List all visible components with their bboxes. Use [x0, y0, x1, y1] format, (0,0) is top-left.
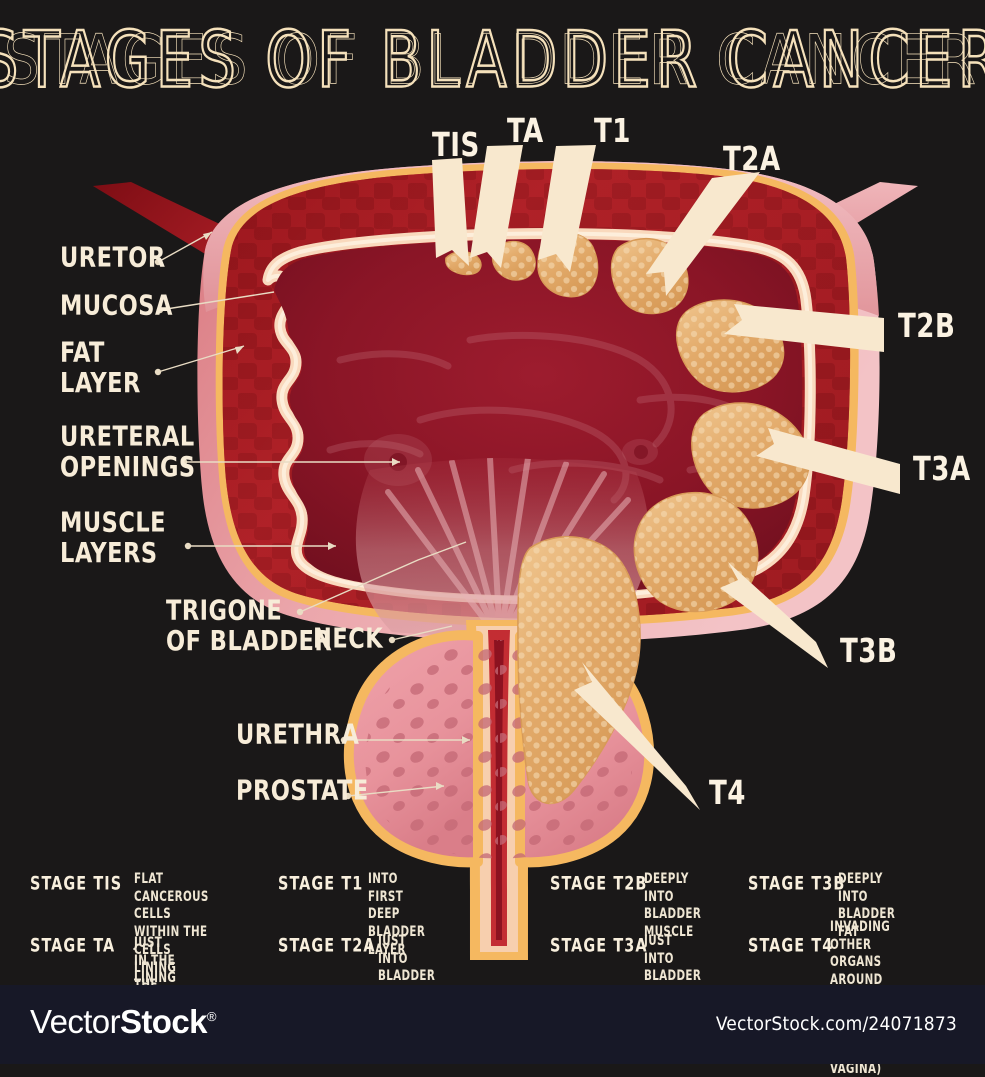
logo-text-light: Vector — [30, 1003, 121, 1040]
arrow-ta — [470, 145, 523, 268]
tumor-t3a — [691, 402, 810, 509]
page-title-outer: STAGES OF BLADDER CANCER — [0, 13, 985, 107]
arrow-t4 — [574, 662, 700, 810]
registered-trademark-icon: ® — [206, 1009, 217, 1024]
leader-dots — [154, 258, 396, 800]
legend-stage-t3a: STAGE T3A — [550, 934, 648, 957]
callout-label-tis: TIS — [432, 126, 480, 165]
vectorstock-url: VectorStock.com/24071873 — [715, 1013, 957, 1035]
leader-uretor — [157, 231, 213, 263]
page-title-inline: STAGES OF BLADDER CANCER — [3, 19, 982, 100]
callout-label-t1: T1 — [594, 112, 631, 151]
legend-stage-t2a: STAGE T2A — [278, 934, 376, 957]
legend-stage-tis: STAGE TIS — [30, 872, 123, 895]
leader-trigone — [299, 541, 467, 613]
watermark-footer: VectorStock® VectorStock.com/24071873 — [0, 985, 985, 1064]
leader-neck — [391, 625, 453, 641]
arrow-t1 — [538, 145, 596, 272]
legend-stage-t4: STAGE T4 — [748, 934, 834, 957]
legend-desc-t3b: DEEPLY INTO BLADDER FAT — [838, 870, 896, 940]
legend-stage-ta: STAGE TA — [30, 934, 116, 957]
callout-label-t2b: T2B — [898, 307, 956, 346]
vectorstock-logo: VectorStock® — [30, 1003, 216, 1041]
legend-desc-t2b: DEEPLY INTO BLADDER MUSCLE — [644, 870, 702, 940]
legend-stage-t2b: STAGE T2B — [550, 872, 648, 895]
label-mucosa: MUCOSA — [60, 288, 173, 322]
callout-label-t3b: T3B — [840, 632, 898, 671]
legend-stage-t3b: STAGE T3B — [748, 872, 846, 895]
legend-stage-t1: STAGE T1 — [278, 872, 364, 895]
stage-legend: STAGE TIS FLAT CANCEROUS CELLS WITHIN TH… — [30, 862, 960, 1076]
label-fat-layer: FAT LAYER — [60, 335, 141, 398]
tumor-t4 — [517, 536, 641, 805]
callout-label-t3a: T3A — [913, 450, 971, 489]
arrow-tis — [432, 158, 469, 266]
label-uretor: URETOR — [60, 240, 166, 274]
page-title: STAGES OF BLADDER CANCER STAGES OF BLADD… — [0, 13, 985, 107]
leader-fat-layer — [157, 345, 245, 373]
tumor-t3b — [633, 491, 759, 613]
leader-arrowheads — [203, 232, 470, 790]
legend-desc-t1: INTO FIRST DEEP BLADDER LAYER — [368, 870, 426, 958]
label-ureteral-openings: URETERAL OPENINGS — [60, 419, 196, 482]
arrow-t2b — [724, 304, 884, 352]
arrow-t3a — [756, 428, 900, 494]
callout-arrows — [432, 145, 900, 810]
arrow-t2a — [646, 172, 760, 296]
callout-label-t2a: T2A — [723, 140, 781, 179]
leader-mucosa — [159, 291, 275, 311]
label-trigone: TRIGONE OF BLADDER — [166, 593, 333, 656]
label-urethra: URETHRA — [236, 717, 360, 751]
label-muscle-layers: MUSCLE LAYERS — [60, 505, 167, 568]
logo-text-bold: Stock — [119, 1003, 207, 1040]
bladder-wall-outline — [215, 162, 859, 628]
leader-lines — [157, 231, 470, 797]
label-neck: NECK — [313, 621, 384, 655]
arrow-t3b — [720, 562, 828, 668]
label-prostate: PROSTATE — [236, 773, 369, 807]
leader-prostate — [347, 785, 445, 797]
callout-label-ta: TA — [507, 112, 544, 151]
callout-label-t4: T4 — [709, 774, 746, 813]
